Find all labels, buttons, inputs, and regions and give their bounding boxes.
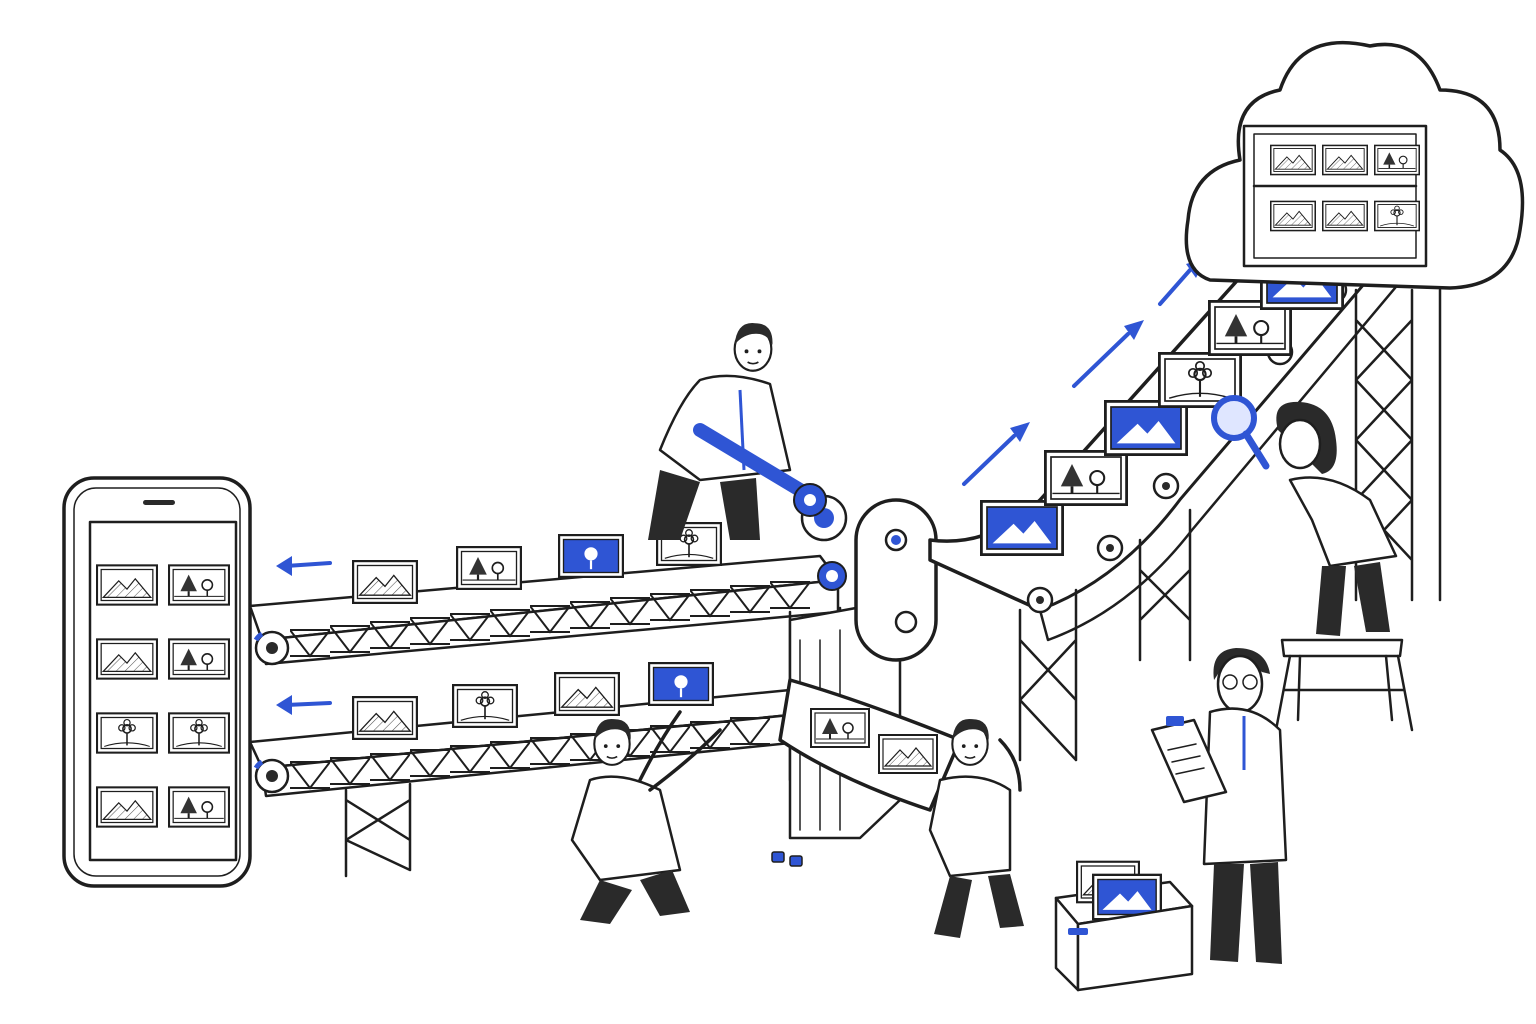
- worker-with-magnifier: [1211, 395, 1398, 636]
- belt-segment: [778, 678, 962, 812]
- incline-conveyor: [928, 242, 1442, 762]
- clipboard: [1150, 716, 1228, 804]
- arrow-up-2: [1072, 320, 1144, 388]
- arrow-left-lower: [276, 695, 332, 715]
- loose-bolts: [771, 851, 803, 867]
- arrow-up-1: [962, 422, 1030, 486]
- lower-conveyor: [248, 661, 802, 878]
- photo-box: [1054, 860, 1194, 992]
- lower-conveyor-leg: [344, 782, 412, 878]
- magnifying-glass: [1211, 395, 1270, 470]
- step-stool: [1274, 638, 1414, 732]
- worker-with-wrench: [648, 321, 827, 540]
- phone: [62, 476, 252, 888]
- worker-carrying-belt: [778, 678, 1024, 938]
- wrench: [693, 423, 827, 517]
- worker-kneeling: [570, 710, 722, 924]
- arrow-left-upper: [276, 556, 332, 576]
- incline-supports: [1018, 288, 1442, 762]
- worker-with-clipboard: [1150, 648, 1288, 964]
- cloud: [1184, 41, 1525, 290]
